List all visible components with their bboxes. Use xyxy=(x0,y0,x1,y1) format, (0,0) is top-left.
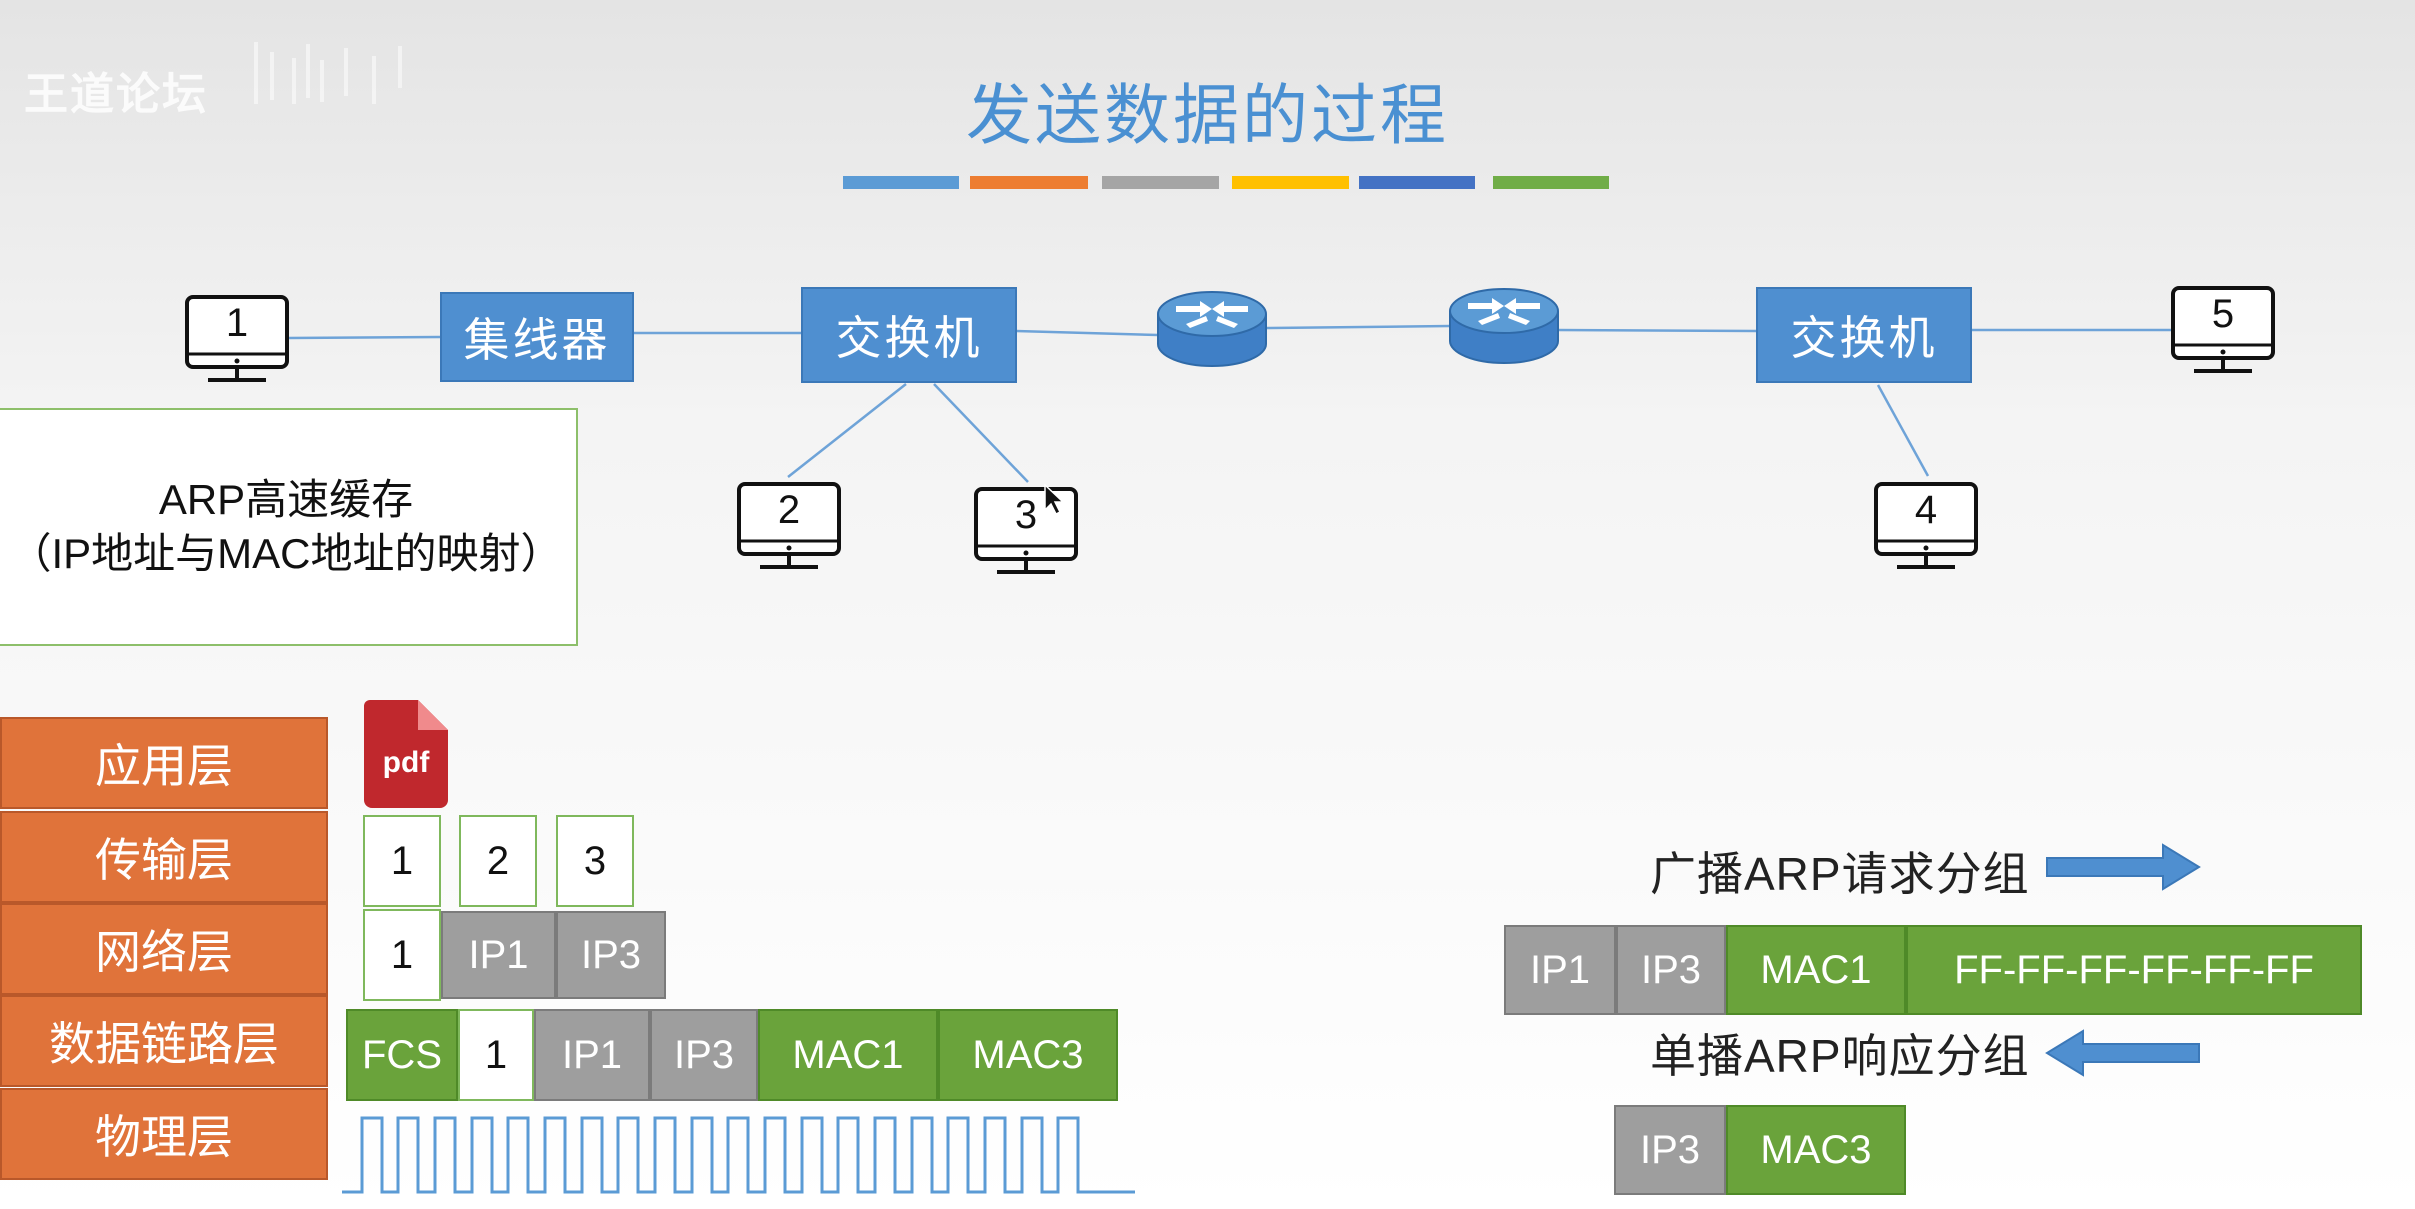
layer-data-link: 数据链路层 xyxy=(0,995,328,1087)
monitor-icon xyxy=(737,482,841,569)
watermark: 王道论坛 xyxy=(24,70,208,119)
arp-cache-subtitle: （IP地址与MAC地址的映射） xyxy=(9,530,563,577)
host-3[interactable]: 3 xyxy=(973,486,1079,578)
title-bar-5 xyxy=(1359,176,1475,189)
frame-fcs: FCS xyxy=(346,1009,458,1101)
layer-application: 应用层 xyxy=(0,717,328,809)
physical-signal-wave xyxy=(342,1116,1135,1194)
monitor-icon xyxy=(2171,286,2275,373)
layer-network: 网络层 xyxy=(0,903,328,995)
page-title: 发送数据的过程 xyxy=(966,78,1449,152)
title-bar-1 xyxy=(843,176,959,189)
router-left-icon[interactable] xyxy=(1156,288,1268,370)
frame-ip1: IP1 xyxy=(534,1009,650,1101)
segment-1: 1 xyxy=(363,815,441,907)
host-4[interactable]: 4 xyxy=(1873,481,1979,573)
title-bar-3 xyxy=(1102,176,1219,189)
host-1[interactable]: 1 xyxy=(184,294,290,386)
title-bar-2 xyxy=(970,176,1088,189)
host-number: 5 xyxy=(2211,292,2235,336)
pdf-file-icon: pdf xyxy=(364,700,448,808)
packet-ip3: IP3 xyxy=(556,911,666,999)
host-number: 4 xyxy=(1914,488,1938,532)
title-bar-4 xyxy=(1232,176,1349,189)
watermark-marks xyxy=(254,42,402,104)
segment-3: 3 xyxy=(556,815,634,907)
arp-request-ip1: IP1 xyxy=(1504,925,1616,1015)
arp-reply-ip3: IP3 xyxy=(1614,1105,1726,1195)
arrow-right-icon xyxy=(2046,843,2201,891)
packet-data: 1 xyxy=(363,909,441,1001)
arp-request-mac1: MAC1 xyxy=(1726,925,1906,1015)
arp-request-ip3: IP3 xyxy=(1616,925,1726,1015)
title-bar-6 xyxy=(1493,176,1609,189)
segment-2: 2 xyxy=(459,815,537,907)
router-right-icon[interactable] xyxy=(1448,285,1560,367)
layer-transport: 传输层 xyxy=(0,811,328,903)
arp-request-broadcast-mac: FF-FF-FF-FF-FF-FF xyxy=(1906,925,2362,1015)
arp-reply-label: 单播ARP响应分组 xyxy=(1650,1030,2030,1082)
monitor-icon xyxy=(1874,482,1978,569)
arrow-left-icon xyxy=(2045,1029,2200,1077)
frame-ip3: IP3 xyxy=(650,1009,758,1101)
switch-right[interactable]: 交换机 xyxy=(1756,287,1972,383)
layer-physical: 物理层 xyxy=(0,1088,328,1180)
arp-cache-box: ARP高速缓存 （IP地址与MAC地址的映射） xyxy=(0,408,578,646)
frame-data: 1 xyxy=(458,1009,534,1101)
packet-ip1: IP1 xyxy=(441,911,556,999)
frame-mac1: MAC1 xyxy=(758,1009,938,1101)
frame-mac3: MAC3 xyxy=(938,1009,1118,1101)
arp-reply-mac3: MAC3 xyxy=(1726,1105,1906,1195)
host-number: 1 xyxy=(225,301,249,345)
arp-request-label: 广播ARP请求分组 xyxy=(1650,848,2030,900)
pdf-label: pdf xyxy=(382,746,430,779)
host-5[interactable]: 5 xyxy=(2170,285,2276,377)
monitor-icon xyxy=(185,295,289,382)
monitor-icon xyxy=(974,487,1078,574)
hub[interactable]: 集线器 xyxy=(440,292,634,382)
arp-cache-title: ARP高速缓存 xyxy=(158,476,414,524)
mouse-cursor-icon xyxy=(1044,484,1065,516)
switch-left[interactable]: 交换机 xyxy=(801,287,1017,383)
host-number: 3 xyxy=(1014,493,1038,537)
host-number: 2 xyxy=(777,488,801,532)
host-2[interactable]: 2 xyxy=(736,481,842,573)
